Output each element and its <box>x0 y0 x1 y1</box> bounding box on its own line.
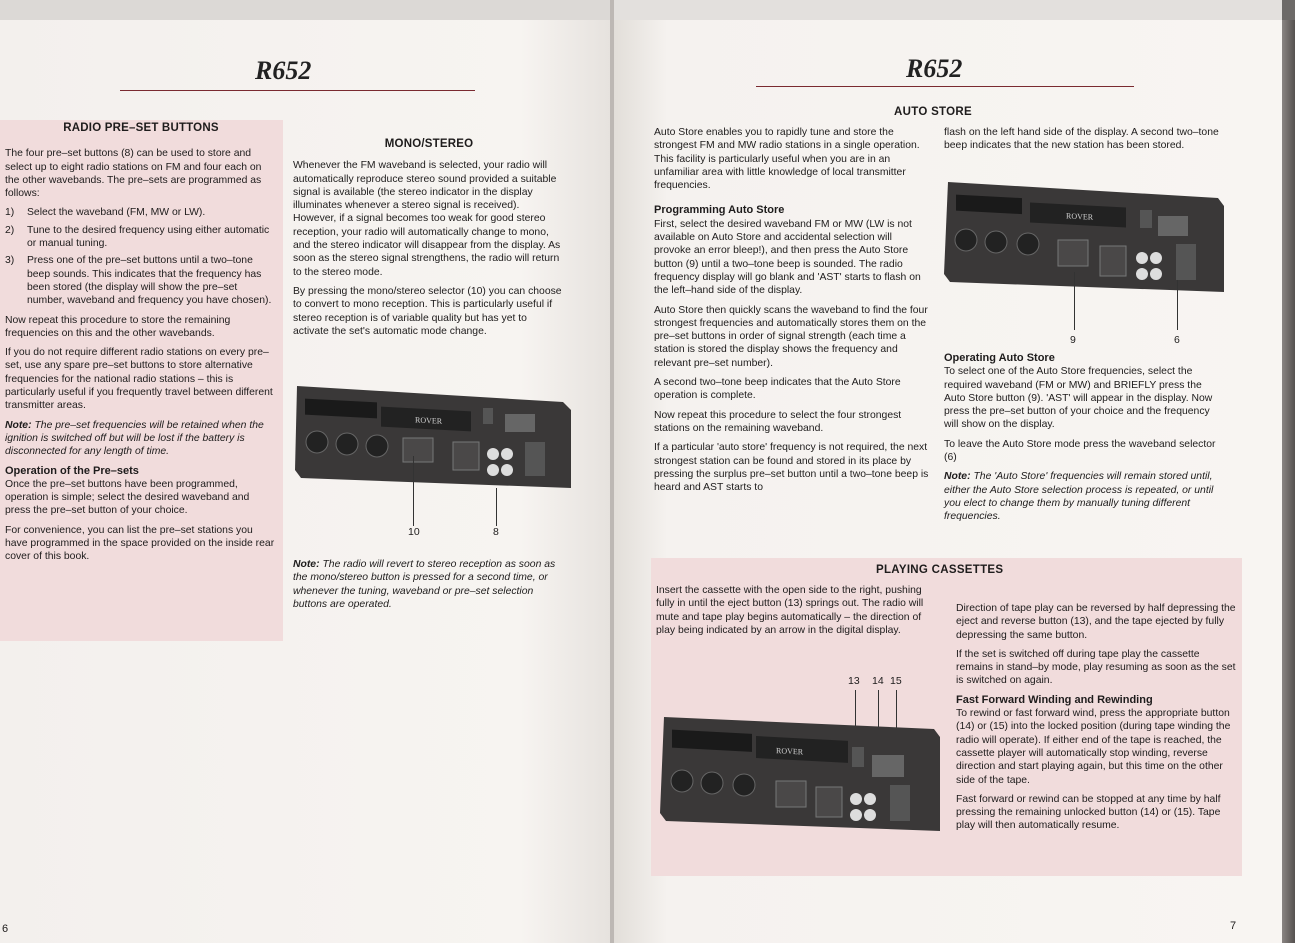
preset-step: 1)Select the waveband (FM, MW or LW). <box>5 207 206 219</box>
preset-step: 2)Tune to the desired frequency using ei… <box>5 224 270 250</box>
book-edge <box>1282 20 1295 943</box>
callout-9: 9 <box>1070 334 1076 346</box>
preset-repeat: Now repeat this procedure to store the r… <box>5 314 231 339</box>
mono-p1: Whenever the FM waveband is selected, yo… <box>293 160 561 278</box>
autostore-repeat: Now repeat this procedure to select the … <box>654 409 902 434</box>
right-model-title: R652 <box>906 54 963 83</box>
ff-text: To rewind or fast forward wind, press th… <box>956 708 1231 786</box>
callout-6: 6 <box>1174 334 1180 346</box>
callout-line-10 <box>413 456 414 526</box>
autostore-col2-top: flash on the left hand side of the displ… <box>944 126 1219 159</box>
cassette-direction: Direction of tape play can be reversed b… <box>956 603 1236 641</box>
callout-14: 14 <box>872 675 884 687</box>
callout-8: 8 <box>493 526 499 538</box>
callout-line-9 <box>1074 272 1075 330</box>
gutter <box>610 0 616 943</box>
prog-heading: Programming Auto Store <box>654 204 785 217</box>
autostore-heading: AUTO STORE <box>894 106 972 118</box>
ff-heading: Fast Forward Winding and Rewinding <box>956 693 1153 706</box>
preset-op-text: Once the pre–set buttons have been progr… <box>5 478 250 517</box>
cassette-col2: Direction of tape play can be reversed b… <box>956 602 1239 839</box>
callout-line-6 <box>1177 280 1178 330</box>
callout-10: 10 <box>408 526 420 538</box>
mono-note: Note: The radio will revert to stereo re… <box>293 559 556 610</box>
callout-line-8 <box>496 488 497 526</box>
mono-section: MONO/STEREO Whenever the FM waveband is … <box>293 138 565 344</box>
preset-alt: If you do not require different radio st… <box>5 347 273 412</box>
autostore-leave: To leave the Auto Store mode press the w… <box>944 438 1216 464</box>
autostore-note: Note: The 'Auto Store' frequencies will … <box>944 471 1214 523</box>
cassette-standby: If the set is switched off during tape p… <box>956 648 1236 687</box>
cassette-insert: Insert the cassette with the open side t… <box>656 585 924 636</box>
autostore-p1: Auto Store enables you to rapidly tune a… <box>654 127 920 192</box>
right-title-rule <box>756 86 1134 87</box>
autostore-cont: flash on the left hand side of the displ… <box>944 127 1219 152</box>
page-number-right: 7 <box>1230 920 1237 932</box>
preset-heading: RADIO PRE–SET BUTTONS <box>63 122 219 134</box>
autostore-col2-bottom: Operating Auto Store To select one of th… <box>944 352 1219 530</box>
preset-op-heading: Operation of the Pre–sets <box>5 464 139 477</box>
radio-illustration-cassette: ROVER <box>660 717 940 831</box>
cassette-heading: PLAYING CASSETTES <box>876 564 1004 576</box>
radio-display-text: ROVER <box>1066 211 1094 221</box>
callout-line-13 <box>855 690 856 760</box>
autostore-scan: Auto Store then quickly scans the waveba… <box>654 304 928 369</box>
page-number-left: 6 <box>2 923 9 935</box>
radio-display-text: ROVER <box>776 746 804 756</box>
preset-intro: The four pre–set buttons (8) can be used… <box>5 148 262 200</box>
autostore-second-beep: A second two–tone beep indicates that th… <box>654 377 901 402</box>
preset-panel <box>0 120 283 641</box>
preset-note: Note: The pre–set frequencies will be re… <box>5 419 264 458</box>
autostore-col1: Auto Store enables you to rapidly tune a… <box>654 126 929 500</box>
left-title-rule <box>120 90 475 91</box>
left-page: R652 RADIO PRE–SET BUTTONS The four pre–… <box>0 0 612 943</box>
radio-illustration-autostore: ROVER <box>944 182 1224 292</box>
preset-steps: 1)Select the waveband (FM, MW or LW). 2)… <box>5 206 277 307</box>
ff-stop: Fast forward or rewind can be stopped at… <box>956 793 1221 832</box>
callout-13: 13 <box>848 675 860 687</box>
radio-display-text: ROVER <box>415 415 443 425</box>
autostore-op-text: To select one of the Auto Store frequenc… <box>944 366 1213 431</box>
preset-section: RADIO PRE–SET BUTTONS The four pre–set b… <box>5 122 277 570</box>
mono-p2: By pressing the mono/stereo selector (10… <box>293 285 562 337</box>
radio-illustration-mono: ROVER <box>295 386 571 488</box>
callout-15: 15 <box>890 675 902 687</box>
cassette-col1: Insert the cassette with the open side t… <box>656 584 941 643</box>
preset-step: 3)Press one of the pre–set buttons until… <box>5 255 272 307</box>
mono-heading: MONO/STEREO <box>384 138 474 150</box>
right-page: R652 AUTO STORE Auto Store enables you t… <box>614 0 1282 943</box>
left-model-title: R652 <box>255 56 312 85</box>
autostore-op-heading: Operating Auto Store <box>944 352 1055 364</box>
autostore-not-req: If a particular 'auto store' frequency i… <box>654 442 929 494</box>
prog-text: First, select the desired waveband FM or… <box>654 218 921 297</box>
preset-convenience: For convenience, you can list the pre–se… <box>5 524 275 563</box>
